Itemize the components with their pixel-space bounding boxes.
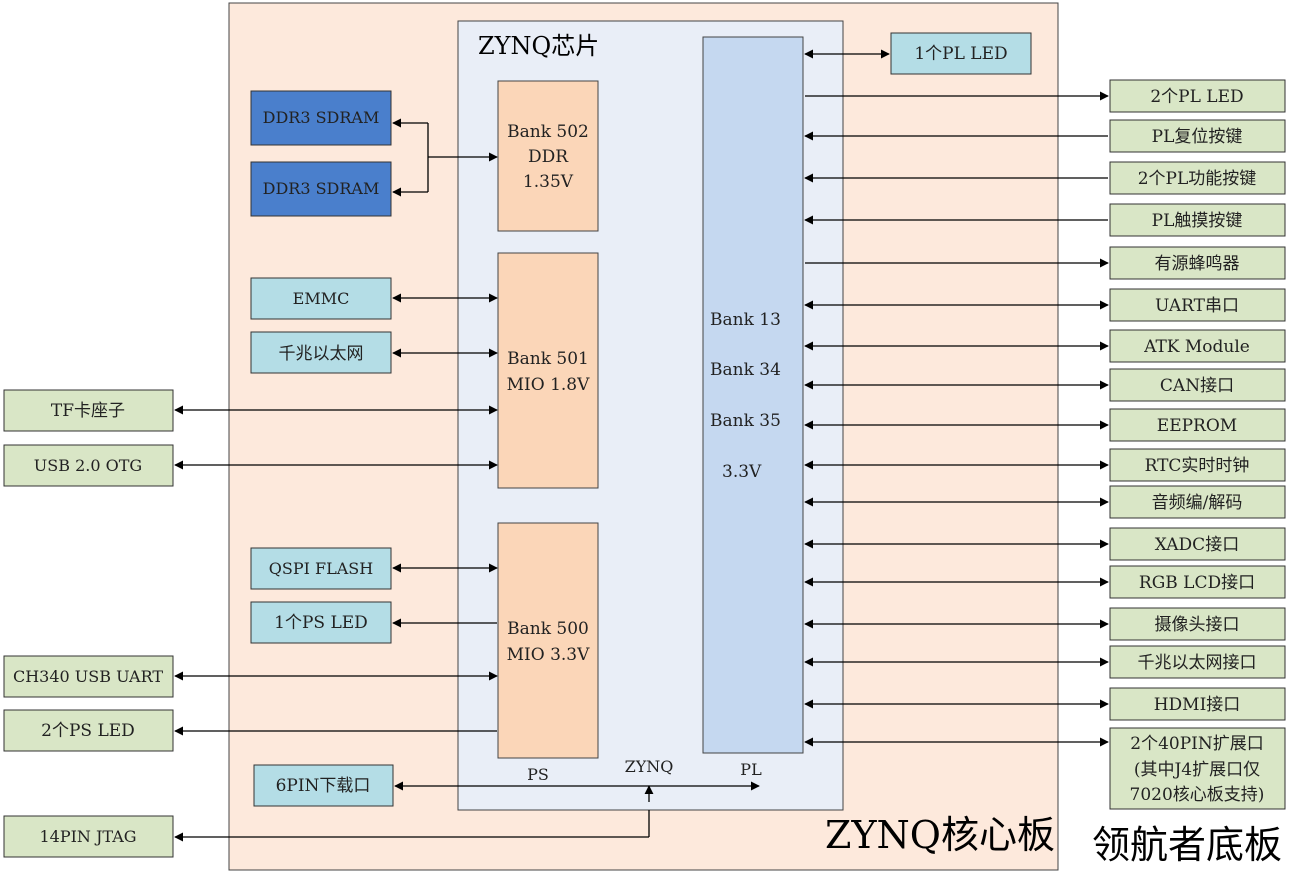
ddr3-sdram-1: DDR3 SDRAM (250, 90, 392, 146)
right-peripheral-item: CAN接口 (1109, 368, 1286, 402)
pl-voltage-label: 3.3V (722, 462, 762, 482)
right-peripheral-label: XADC接口 (1155, 535, 1239, 555)
right-peripheral-label: PL复位按键 (1152, 127, 1243, 147)
right-peripheral-item: 音频编/解码 (1109, 485, 1286, 519)
tf-card-box: TF卡座子 (3, 389, 174, 432)
right-peripheral-label: 千兆以太网接口 (1138, 653, 1257, 673)
ps-label: PS (527, 765, 549, 784)
right-peripheral-label: 有源蜂鸣器 (1155, 254, 1240, 274)
bank-35-label: Bank 35 (710, 411, 781, 431)
bank-502-line3: 1.35V (523, 172, 574, 192)
ps-led-box: 1个PS LED (250, 601, 392, 644)
ddr3-sdram-2-label: DDR3 SDRAM (263, 179, 380, 198)
right-peripheral-label: UART串口 (1155, 296, 1239, 316)
expansion-line-2: (其中J4扩展口仅 (1134, 760, 1260, 780)
right-peripheral-item: PL触摸按键 (1109, 203, 1286, 237)
right-peripheral-item: UART串口 (1109, 288, 1286, 322)
jtag-label: 14PIN JTAG (39, 827, 136, 846)
right-peripheral-label: RGB LCD接口 (1139, 573, 1255, 593)
right-peripheral-item: 2个PL LED (1109, 79, 1286, 113)
right-peripheral-label: ATK Module (1143, 337, 1250, 357)
right-peripheral-label: EEPROM (1157, 416, 1237, 436)
pl-led-label: 1个PL LED (914, 44, 1007, 64)
right-peripheral-label: 2个PL LED (1150, 87, 1243, 107)
right-peripheral-item: EEPROM (1109, 408, 1286, 442)
emmc-box: EMMC (250, 277, 392, 320)
right-peripheral-item: HDMI接口 (1109, 687, 1286, 721)
gigabit-ethernet-label: 千兆以太网 (279, 344, 364, 364)
usb-otg-label: USB 2.0 OTG (34, 456, 142, 475)
bank-34-label: Bank 34 (710, 360, 781, 380)
qspi-flash-label: QSPI FLASH (269, 559, 373, 578)
connection-lines (174, 49, 1109, 842)
jtag-box: 14PIN JTAG (3, 815, 174, 858)
ddr3-sdram-1-label: DDR3 SDRAM (263, 108, 380, 127)
base-board-label: 领航者底板 (1092, 823, 1282, 867)
right-peripheral-item: 有源蜂鸣器 (1109, 246, 1286, 280)
bank-502-line1: Bank 502 (507, 122, 589, 142)
ch340-uart-label: CH340 USB UART (13, 667, 163, 686)
right-peripheral-item: RGB LCD接口 (1109, 565, 1286, 599)
right-peripheral-label: 摄像头接口 (1155, 615, 1240, 635)
download-port-label: 6PIN下载口 (276, 776, 371, 796)
gigabit-ethernet-box: 千兆以太网 (250, 331, 392, 374)
bank-501-line2: MIO 1.8V (507, 375, 590, 395)
ps-led-label: 1个PS LED (274, 613, 368, 633)
expansion-line-3: 7020核心板支持) (1130, 785, 1265, 805)
pl-label: PL (740, 760, 762, 779)
right-peripheral-item: 2个PL功能按键 (1109, 161, 1286, 195)
right-peripheral-item: 摄像头接口 (1109, 607, 1286, 641)
expansion-line-1: 2个40PIN扩展口 (1130, 734, 1263, 754)
qspi-flash-box: QSPI FLASH (250, 547, 392, 590)
right-peripheral-item: 千兆以太网接口 (1109, 645, 1286, 679)
bank-500-line1: Bank 500 (507, 619, 589, 639)
right-peripheral-label: PL触摸按键 (1152, 211, 1243, 231)
usb-otg-box: USB 2.0 OTG (3, 444, 174, 487)
right-peripheral-label: 2个PL功能按键 (1138, 169, 1257, 189)
right-peripheral-label: 音频编/解码 (1152, 493, 1243, 513)
ps-led-2-box: 2个PS LED (3, 709, 174, 752)
chip-title: ZYNQ芯片 (478, 32, 599, 60)
right-peripheral-item: RTC实时时钟 (1109, 448, 1286, 482)
download-port-box: 6PIN下载口 (253, 764, 394, 807)
ps-led-2-label: 2个PS LED (41, 721, 135, 741)
bank-500 (497, 522, 599, 759)
right-peripheral-label: RTC实时时钟 (1145, 456, 1250, 476)
bank-502 (497, 80, 599, 232)
right-peripheral-item: XADC接口 (1109, 527, 1286, 561)
bank-500-line2: MIO 3.3V (507, 645, 590, 665)
zynq-label: ZYNQ (625, 757, 674, 776)
core-board-label: ZYNQ核心板 (825, 813, 1055, 857)
right-connection-lines (804, 91, 1109, 709)
bank-501 (497, 252, 599, 489)
bank-pl (702, 36, 804, 754)
ch340-uart-box: CH340 USB UART (3, 655, 174, 698)
right-peripheral-item: ATK Module (1109, 329, 1286, 363)
right-peripheral-label: CAN接口 (1160, 376, 1234, 396)
bank-502-line2: DDR (528, 147, 569, 167)
bank-501-line1: Bank 501 (507, 349, 589, 369)
right-peripheral-item: PL复位按键 (1109, 119, 1286, 153)
pl-led-box: 1个PL LED (890, 32, 1032, 75)
bank-13-label: Bank 13 (710, 310, 781, 330)
tf-card-label: TF卡座子 (51, 401, 125, 421)
ddr3-sdram-2: DDR3 SDRAM (250, 161, 392, 217)
expansion-box: 2个40PIN扩展口 (其中J4扩展口仅 7020核心板支持) (1109, 727, 1286, 810)
emmc-label: EMMC (293, 289, 350, 308)
right-peripheral-label: HDMI接口 (1154, 695, 1241, 715)
